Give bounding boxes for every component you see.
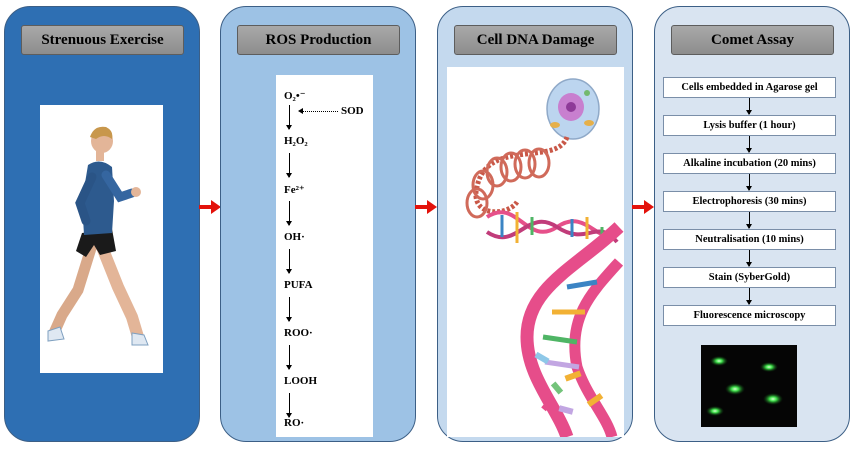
ros-arrow-4	[286, 249, 292, 274]
panel-title-ros: ROS Production	[237, 25, 400, 55]
comet-step-arrow-6	[746, 288, 752, 305]
ros-arrow-2	[286, 153, 292, 178]
ros-species-1: O₂•⁻	[284, 90, 306, 102]
dna-helix-illustration	[465, 78, 624, 440]
comet-step-arrow-4	[746, 212, 752, 229]
ros-arrow-3	[286, 201, 292, 226]
ros-arrow-5	[286, 297, 292, 322]
comet-step-5: Neutralisation (10 mins)	[663, 229, 836, 250]
cell-illustration	[546, 78, 600, 140]
comet-step-4: Electrophoresis (30 mins)	[663, 191, 836, 212]
ros-species-3: Fe²⁺	[284, 184, 305, 196]
comet-microscopy-image	[701, 345, 797, 427]
dna-frame	[447, 67, 624, 440]
ros-species-6: ROO·	[284, 327, 313, 339]
comet-step-2: Lysis buffer (1 hour)	[663, 115, 836, 136]
comet-step-1: Cells embedded in Agarose gel	[663, 77, 836, 98]
panel-title-exercise: Strenuous Exercise	[21, 25, 184, 55]
comet-step-6: Stain (SyberGold)	[663, 267, 836, 288]
comet-step-arrow-2	[746, 136, 752, 153]
comet-step-arrow-1	[746, 98, 752, 115]
panel-title-dna: Cell DNA Damage	[454, 25, 617, 55]
sod-arrow	[298, 108, 338, 114]
ros-arrow-1	[286, 105, 292, 130]
flow-arrow-1	[199, 200, 221, 214]
panel-strenuous-exercise: Strenuous Exercise	[4, 6, 200, 442]
comet-step-arrow-3	[746, 174, 752, 191]
ros-species-2: H₂O₂	[284, 135, 308, 147]
ros-species-4: OH·	[284, 231, 305, 243]
sod-label: SOD	[341, 105, 364, 117]
ros-arrow-7	[286, 393, 292, 418]
flow-arrow-2	[415, 200, 437, 214]
comet-step-arrow-5	[746, 250, 752, 267]
runner-illustration	[47, 126, 149, 346]
panel-ros-production: ROS Production O₂•⁻ SOD H₂O₂ Fe²⁺ OH· PU…	[220, 6, 416, 442]
panel-comet-assay: Comet Assay Cells embedded in Agarose ge…	[654, 6, 850, 442]
runner-frame	[40, 105, 163, 373]
panel-title-comet: Comet Assay	[671, 25, 834, 55]
ros-arrow-6	[286, 345, 292, 370]
ros-species-7: LOOH	[284, 375, 318, 387]
ros-chain: O₂•⁻ SOD H₂O₂ Fe²⁺ OH· PUFA ROO· LOOH RO…	[276, 75, 373, 437]
ros-species-5: PUFA	[284, 279, 313, 291]
flow-arrow-3	[632, 200, 654, 214]
comet-step-7: Fluorescence microscopy	[663, 305, 836, 326]
panel-cell-dna-damage: Cell DNA Damage	[437, 6, 633, 442]
ros-species-8: RO·	[284, 417, 305, 429]
comet-step-3: Alkaline incubation (20 mins)	[663, 153, 836, 174]
